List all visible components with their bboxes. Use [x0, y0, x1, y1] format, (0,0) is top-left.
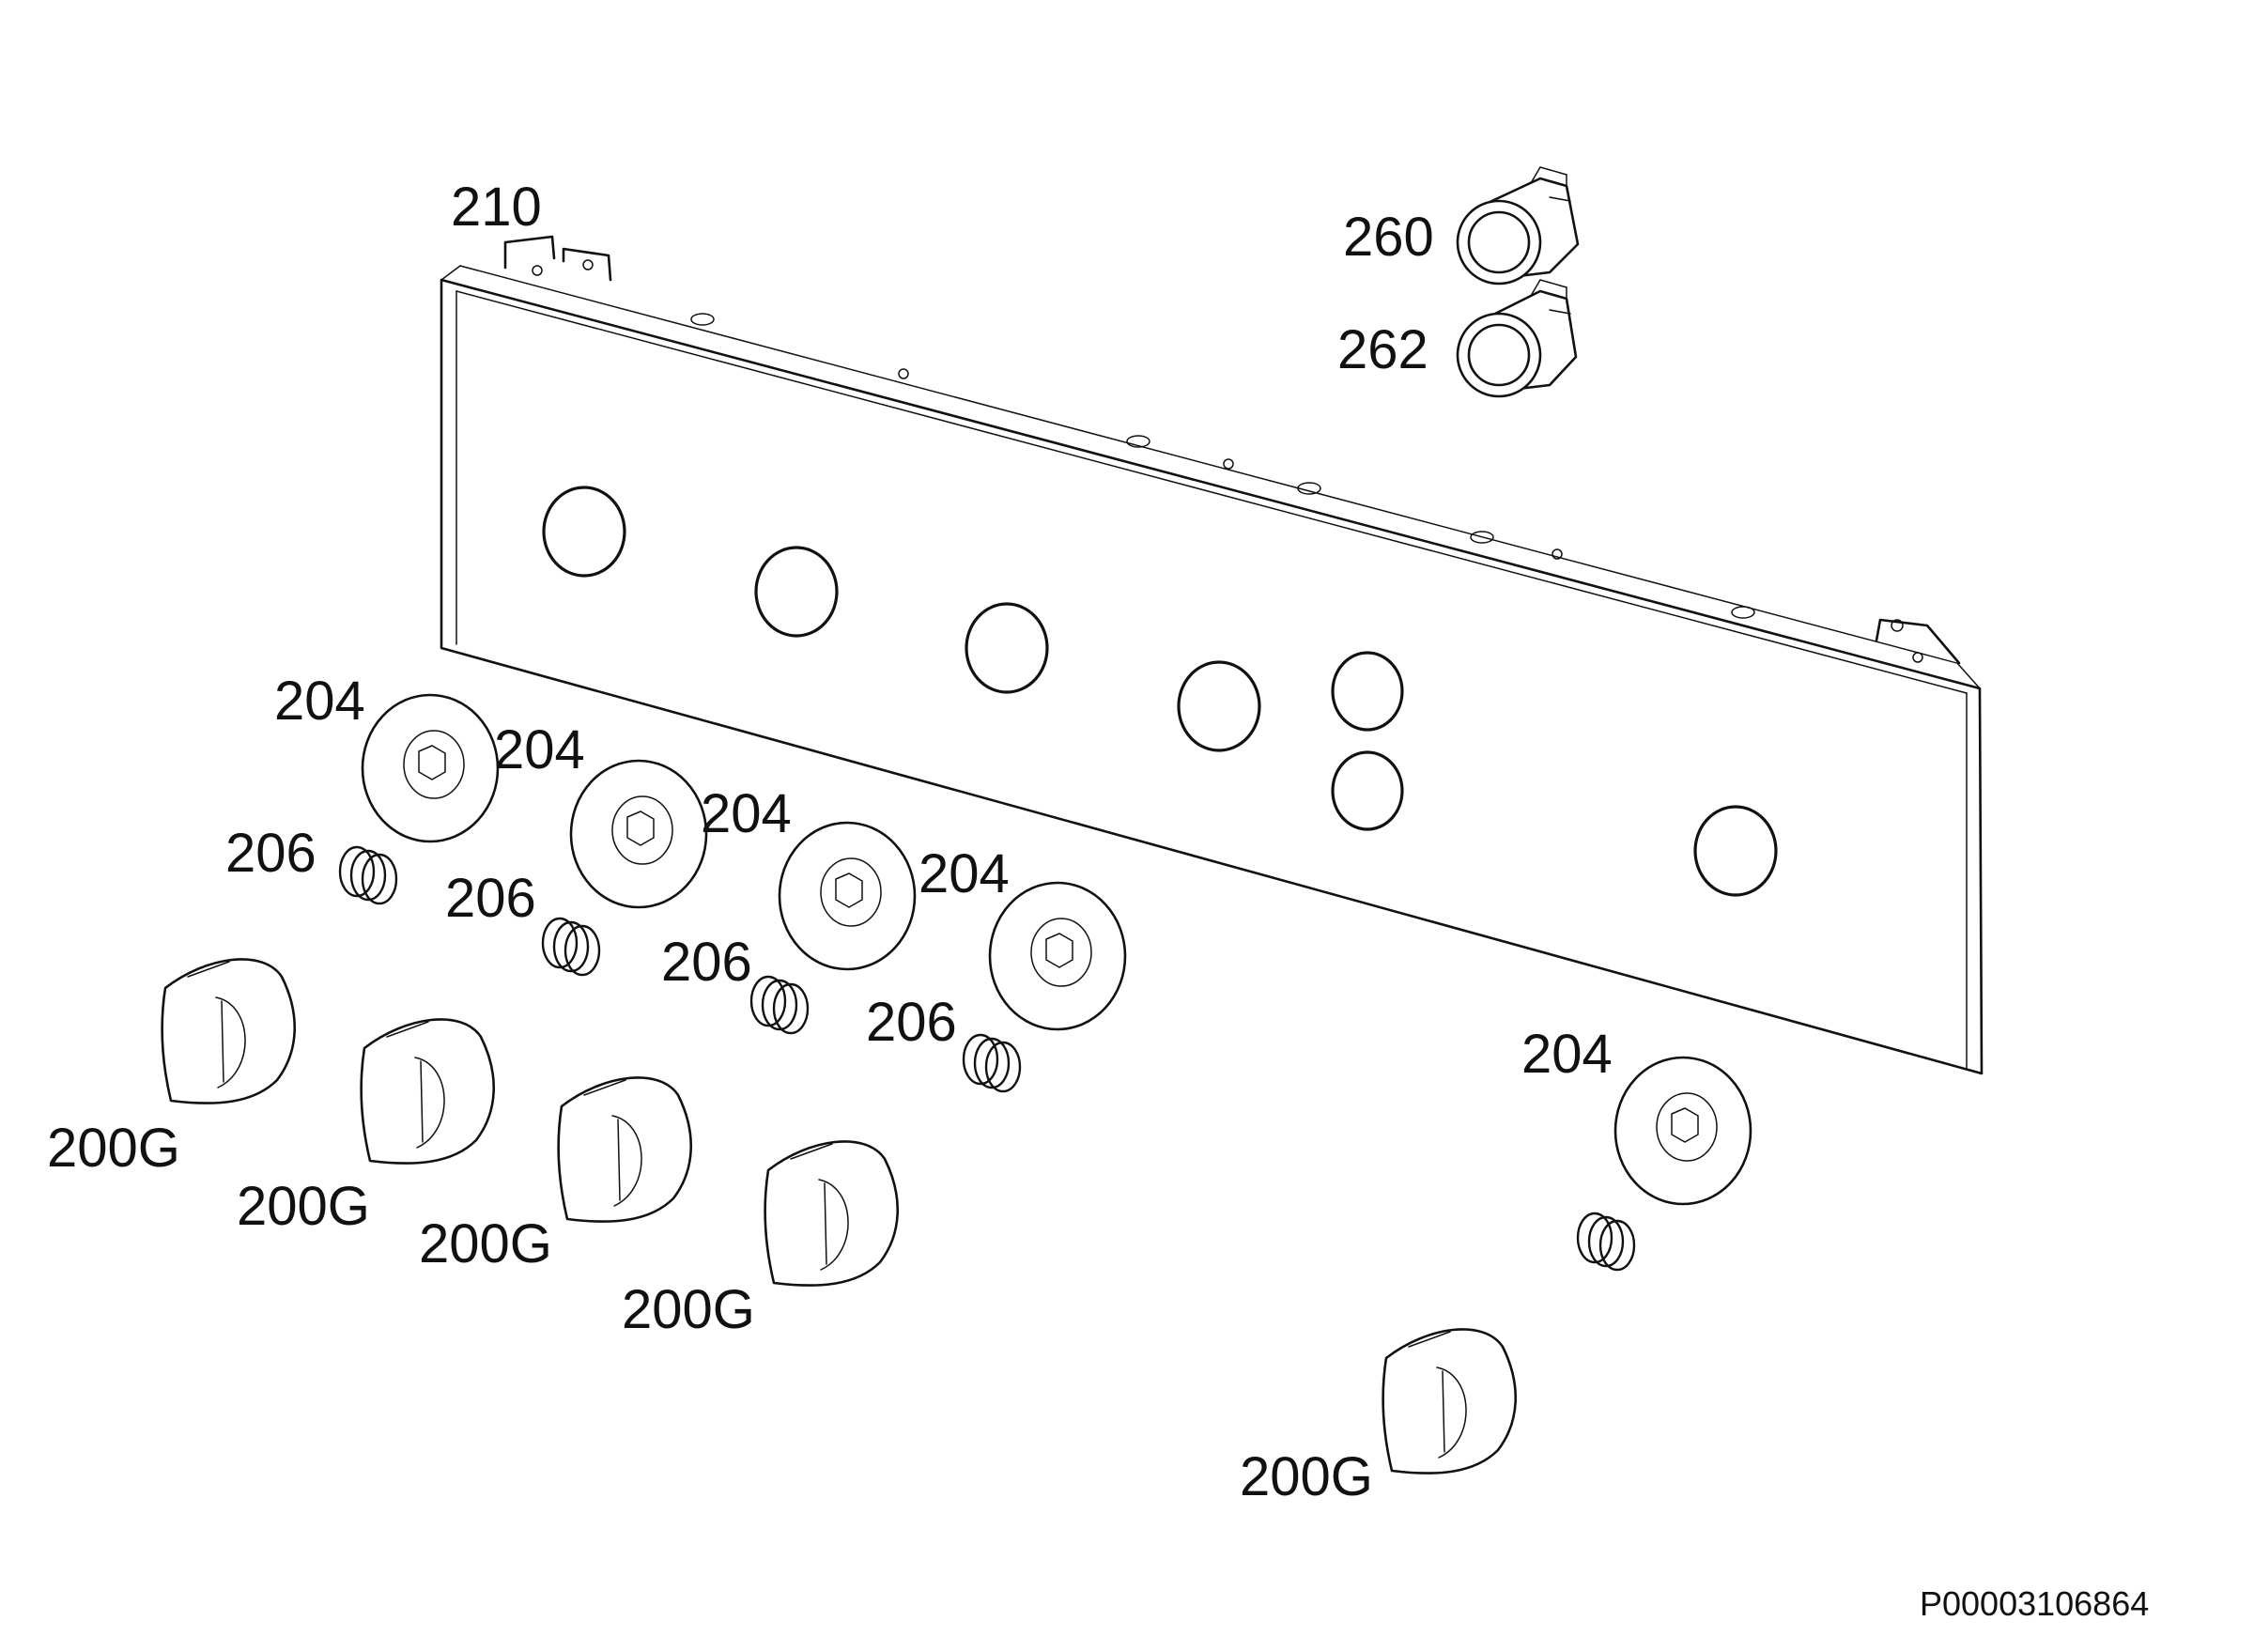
spring: [1576, 1212, 1636, 1272]
spring: [338, 845, 398, 905]
indicator-lamp-upper: [1456, 166, 1580, 286]
panel-hole: [1331, 651, 1404, 732]
indicator-lamp-lower: [1456, 279, 1578, 398]
label-indicator-lamp-upper: 260: [1343, 207, 1434, 268]
panel-hole: [1693, 805, 1778, 897]
label-spring: 206: [445, 868, 536, 929]
label-spring: 206: [225, 823, 316, 884]
spring: [541, 917, 601, 977]
label-control-knob: 200G: [1240, 1446, 1373, 1507]
label-knob-bezel: 204: [919, 843, 1010, 904]
knob-bezel: [361, 693, 500, 843]
label-spring: 206: [661, 932, 752, 993]
knob-bezel: [569, 759, 708, 909]
panel-hole: [965, 602, 1049, 694]
label-knob-bezel: 204: [494, 719, 585, 780]
label-indicator-lamp-lower: 262: [1337, 319, 1428, 380]
spring: [749, 975, 810, 1035]
spring: [962, 1033, 1022, 1093]
label-control-knob: 200G: [237, 1176, 370, 1237]
label-knob-bezel: 204: [274, 671, 365, 732]
control-knob: [764, 1140, 899, 1287]
document-code: P00003106864: [1920, 1584, 2150, 1623]
label-knob-bezel: 204: [1521, 1024, 1613, 1085]
knob-bezel: [988, 881, 1127, 1031]
control-knob: [1382, 1328, 1517, 1474]
control-knob: [161, 958, 296, 1104]
knob-bezel: [778, 821, 917, 971]
label-control-knob: 200G: [47, 1118, 180, 1179]
panel-hole: [1177, 660, 1261, 752]
label-spring: 206: [866, 992, 957, 1053]
control-knob: [360, 1018, 495, 1165]
panel-hole: [1331, 750, 1404, 831]
label-control-knob: 200G: [419, 1213, 552, 1274]
panel-hole: [754, 546, 839, 638]
label-knob-bezel: 204: [701, 783, 792, 844]
label-control-knob: 200G: [622, 1279, 755, 1340]
control-knob: [557, 1076, 692, 1223]
control-panel: [440, 235, 1984, 1075]
panel-hole: [542, 486, 626, 578]
knob-bezel: [1613, 1056, 1752, 1206]
label-control-panel: 210: [451, 177, 542, 238]
